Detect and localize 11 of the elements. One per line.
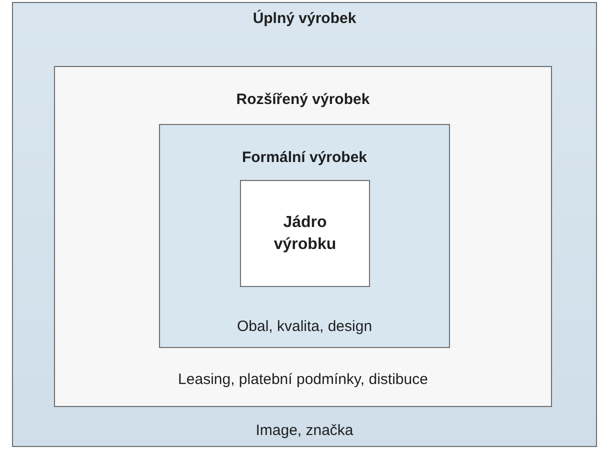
layer-description: Leasing, platební podmínky, distibuce [178, 371, 428, 389]
layer-title: Formální výrobek [242, 149, 368, 167]
layer-box [240, 180, 370, 287]
layer-description: Obal, kvalita, design [236, 318, 372, 336]
layer-box [159, 124, 450, 348]
layer-title: Jádro výrobku [272, 212, 338, 254]
layer-box [12, 2, 597, 447]
layer-title: Rozšířený výrobek [236, 91, 370, 109]
layer-description: Image, značka [256, 422, 354, 440]
layer-title: Úplný výrobek [252, 10, 356, 28]
layer-box [54, 66, 552, 407]
